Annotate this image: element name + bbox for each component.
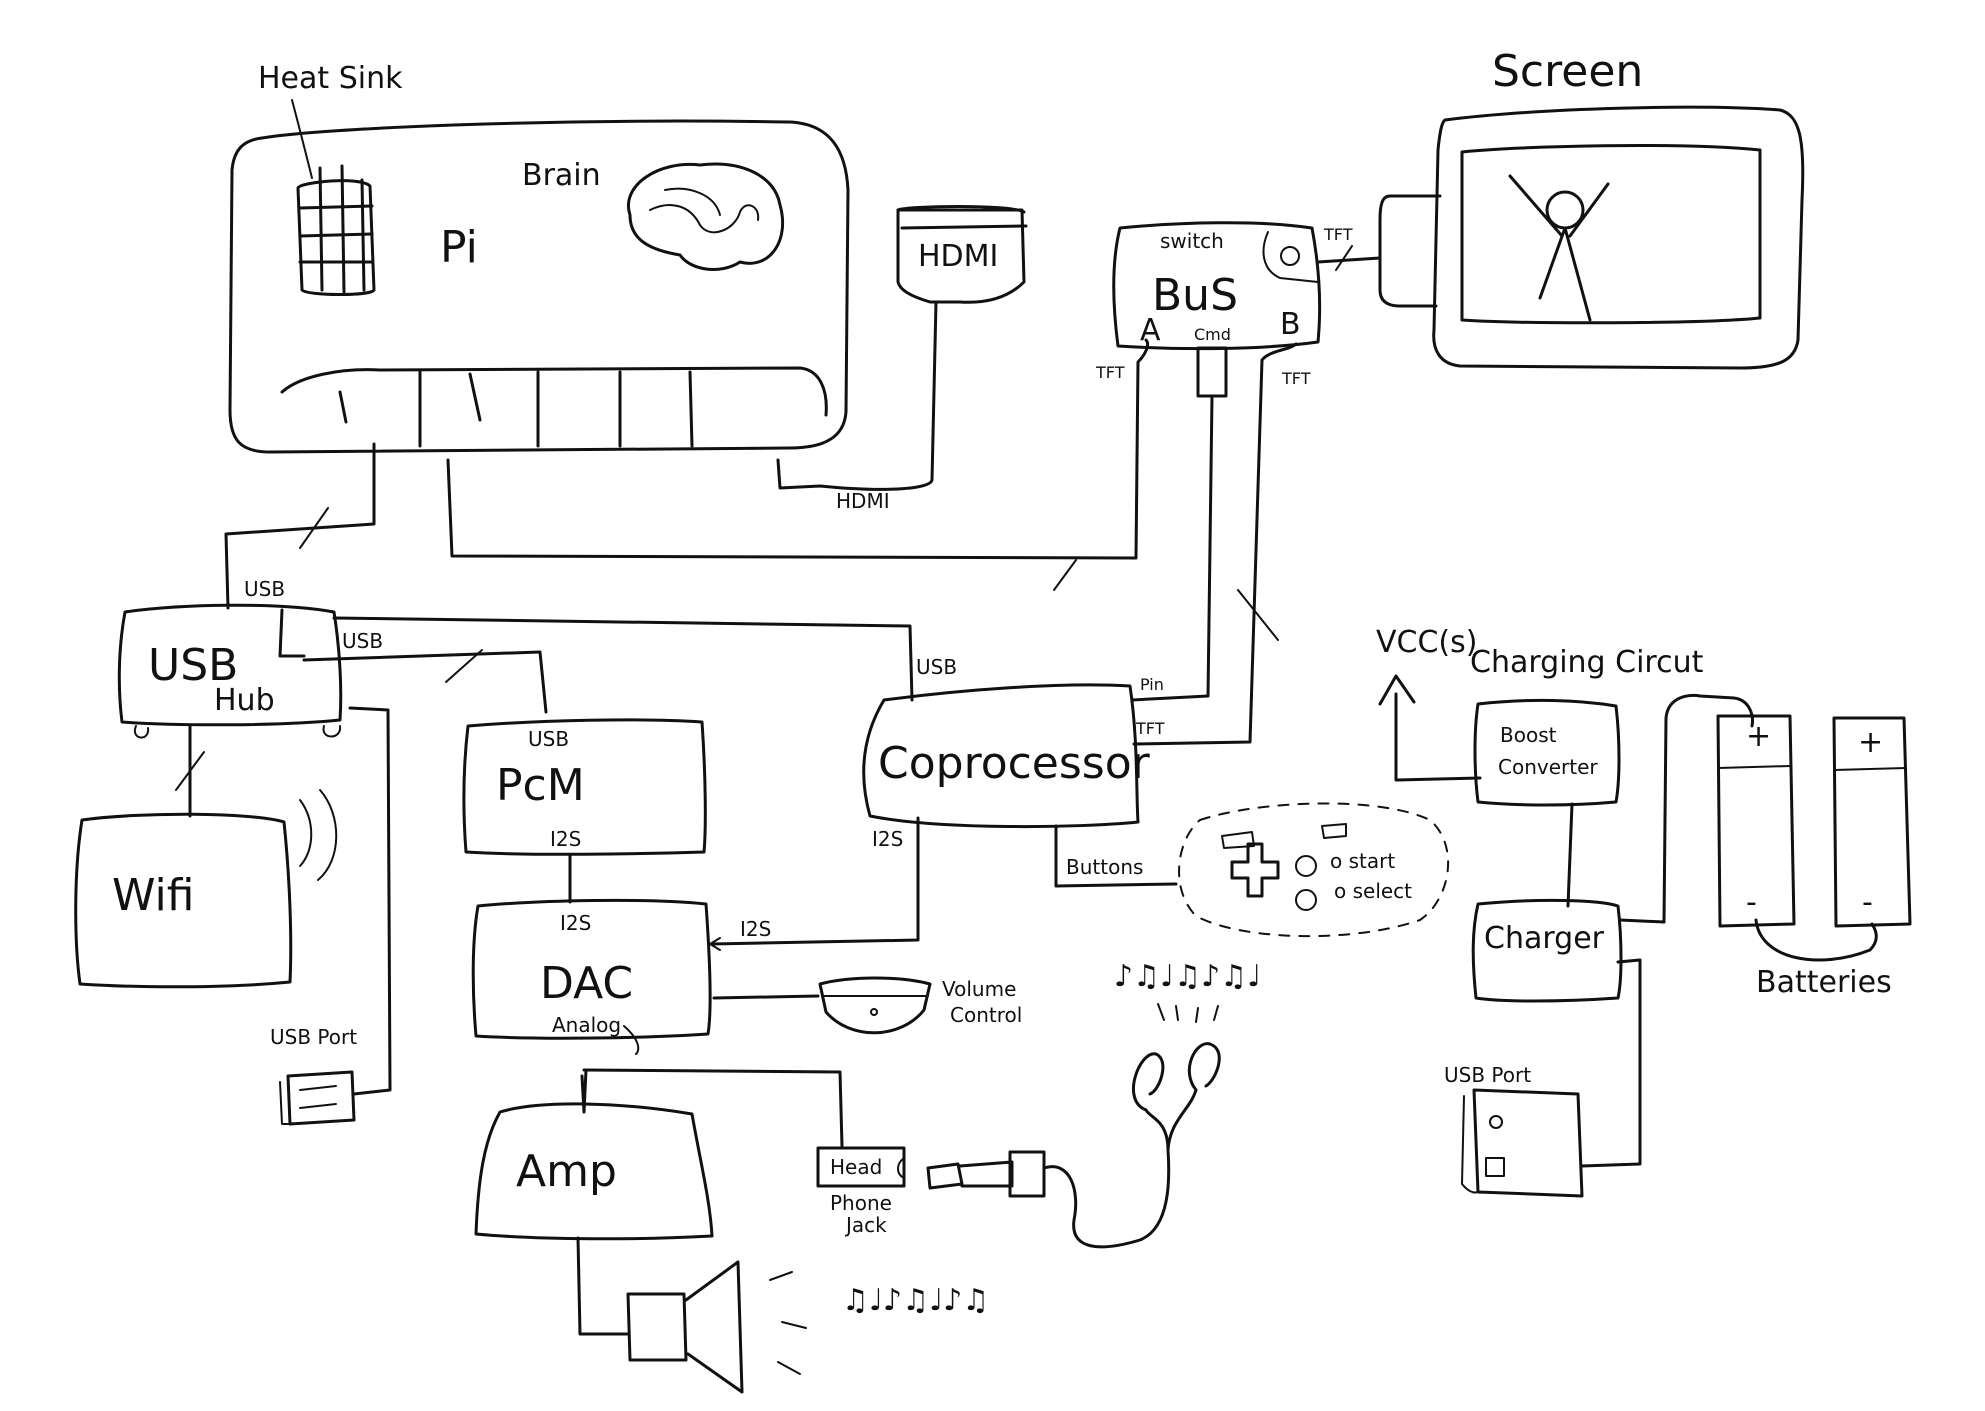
dac-to-jack-wire [582,1068,844,1148]
usb-port-left [279,1070,356,1126]
usb-port-right [1461,1088,1584,1198]
coproc-pin-label: Pin [1140,675,1164,694]
hdmi-connector [896,205,1028,304]
hdmi-cable [776,300,938,491]
dac-box [471,898,712,1040]
dac-i2s-label: I2S [560,911,591,935]
usb-coproc-label: USB [916,655,957,679]
coprocessor-box [862,683,1140,829]
wifi-module [74,724,338,989]
pi-to-hub-wire [224,442,376,610]
boost-converter-box [1473,698,1621,807]
amp-to-speaker-wire [576,1236,630,1336]
usb-hub-sublabel: Hub [214,683,275,718]
jack-label: Jack [844,1213,887,1237]
usb-port-right-label: USB Port [1444,1063,1531,1087]
phone-label: Phone [830,1191,892,1215]
brain-icon [626,162,785,271]
bus-label: BuS [1152,270,1238,321]
charger-label: Charger [1484,921,1605,956]
head-label: Head [830,1155,882,1179]
screen-device [1316,105,1805,370]
coproc-i2s-out-label: I2S [872,827,903,851]
dac-label: DAC [540,958,633,1009]
coproc-tft-label: TFT [1135,719,1165,738]
hub-to-pcm-wire [302,650,548,714]
dac-analog-label: Analog [552,1013,621,1037]
dac-to-volume-wire [712,994,820,1000]
start-label: o start [1330,849,1395,873]
charger-to-usb-wire [1580,958,1642,1168]
usb-port-left-label: USB Port [270,1025,357,1049]
usb-hub-label: USB [148,640,238,691]
usb-pcm-label: USB [342,629,383,653]
headphones-icon [926,1003,1221,1249]
tft-screen-label: TFT [1323,225,1353,244]
bus-cmd-connector [1196,346,1228,398]
battery-2-minus: - [1862,885,1873,920]
heat-sink [291,99,376,296]
coproc-to-bus-b-wire [1132,342,1298,746]
dac-to-amp-wire [580,1068,588,1114]
switch-bus-box [1112,221,1322,351]
bus-port-cmd: Cmd [1194,325,1231,344]
coproc-to-bus-cmd-wire [1130,394,1214,702]
hdmi-cable-label: HDMI [836,489,890,513]
pi-board [228,119,850,454]
screen-title: Screen [1492,46,1643,97]
coproc-to-dac-wire [710,816,920,946]
headphone-jack [816,1146,906,1188]
pi-to-hub-tick [299,507,329,549]
battery-1-plus: + [1746,719,1771,754]
usb-up-label: USB [244,577,285,601]
boost-label: Boost [1500,723,1557,747]
wifi-label: Wifi [112,870,194,921]
headphone-music-notes: ♪♫♩♫♪♫♩ [1114,959,1261,994]
pcm-box [462,718,707,856]
select-label: o select [1334,879,1412,903]
boost-to-charger-wire [1566,802,1574,908]
tft-a-label: TFT [1095,363,1125,382]
volume-knob-icon [818,976,932,1035]
hdmi-connector-label: HDMI [918,239,998,274]
batteries-label: Batteries [1756,965,1892,1000]
coprocessor-label: Coprocessor [878,738,1151,789]
pcm-i2s-label: I2S [550,827,581,851]
converter-label: Converter [1498,755,1598,779]
pi-label: Pi [440,222,478,273]
vcc-label: VCC(s) [1376,625,1477,660]
switch-label: switch [1160,229,1224,253]
pcm-usb-label: USB [528,727,569,751]
coproc-to-buttons-wire [1054,824,1178,888]
pcm-label: PcM [496,760,585,811]
batteries-icon [1618,693,1912,962]
amp-label: Amp [516,1146,617,1197]
brain-label: Brain [522,158,601,193]
tft-b-label: TFT [1281,369,1311,388]
vcc-arrow [1378,674,1482,782]
pi-to-bus-a-wire [446,338,1150,560]
bus-port-b: B [1280,307,1301,342]
charging-circuit-label: Charging Circut [1470,645,1704,680]
volume-control-label: Volume [942,977,1016,1001]
speaker-icon [626,1260,807,1394]
heat-sink-label: Heat Sink [258,61,403,96]
gamepad-icon [1178,802,1450,938]
battery-1-minus: - [1746,885,1757,920]
volume-control-label-2: Control [950,1003,1022,1027]
hub-to-port-wire [348,706,392,1096]
buttons-label: Buttons [1066,855,1143,879]
battery-2-plus: + [1858,725,1883,760]
dac-i2s-in-label: I2S [740,917,771,941]
hub-to-coproc-wire [332,616,914,702]
amp-box [474,1102,714,1241]
speaker-music-notes: ♫♩♪♫♩♪♫ [842,1283,989,1318]
charger-box [1471,898,1623,1003]
usb-hub-box [117,603,343,739]
bus-port-a: A [1140,313,1161,348]
